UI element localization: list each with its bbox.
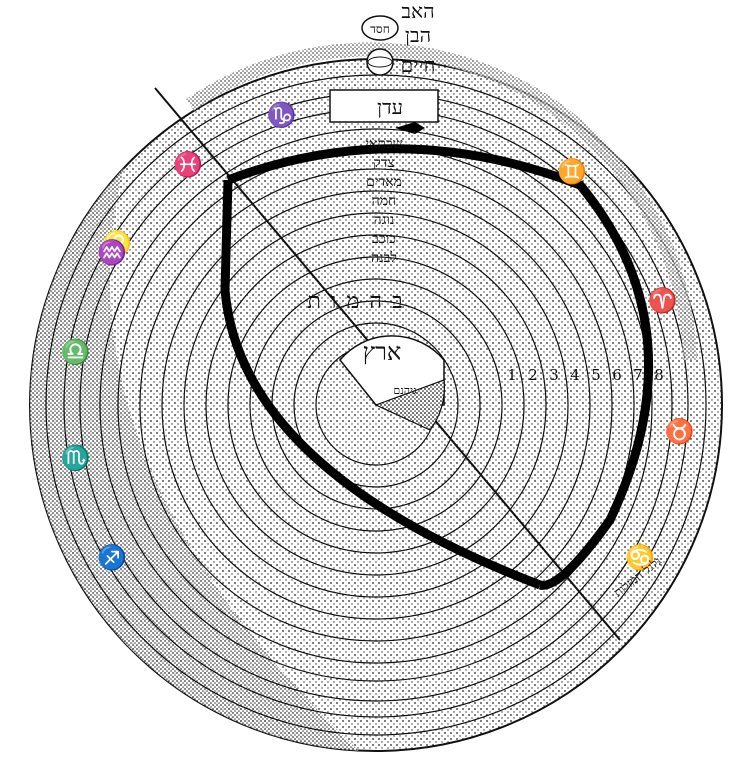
zodiac-glyph: ♉ [665,417,695,446]
sphere-number: 2 [528,366,538,384]
zodiac-glyph: ♈ [648,286,678,315]
sphere-number: 6 [612,366,622,384]
zodiac-glyph: ♒ [97,238,127,267]
top-label-life: חיים [401,53,436,77]
planet-label: נוגה [374,212,395,228]
animals-label: בהמות [307,289,412,314]
top-label-father: האב [401,0,434,23]
earth-label: ארץ [363,338,402,366]
zodiac-glyph: ♏ [61,443,91,472]
planet-label: שבתאי [365,136,402,152]
planet-label: חמה [372,193,397,209]
zodiac-glyph: ♐ [97,543,127,572]
sphere-number: 1 [507,366,517,384]
sphere-number: 3 [549,366,559,384]
life-emblem [367,49,393,75]
planet-label: מאדים [366,174,402,190]
zodiac-glyph: ♑ [267,100,297,129]
hell-label: גיהנם [393,384,417,397]
planet-label: צדק [373,155,395,171]
sphere-number: 7 [633,366,643,384]
zodiac-glyph: ♓ [173,150,203,179]
eden-label: עדן [377,95,403,119]
top-label-chesed: חסד [370,22,390,36]
zodiac-glyph: ♎ [61,337,91,366]
planet-label: לבנה [371,250,397,266]
planet-label: כוכב [372,231,396,247]
sphere-number: 5 [591,366,601,384]
sphere-number: 8 [654,366,664,384]
sphere-number: 4 [570,366,580,384]
zodiac-glyph: ♊ [557,156,587,185]
top-label-son: הבן [405,23,431,47]
